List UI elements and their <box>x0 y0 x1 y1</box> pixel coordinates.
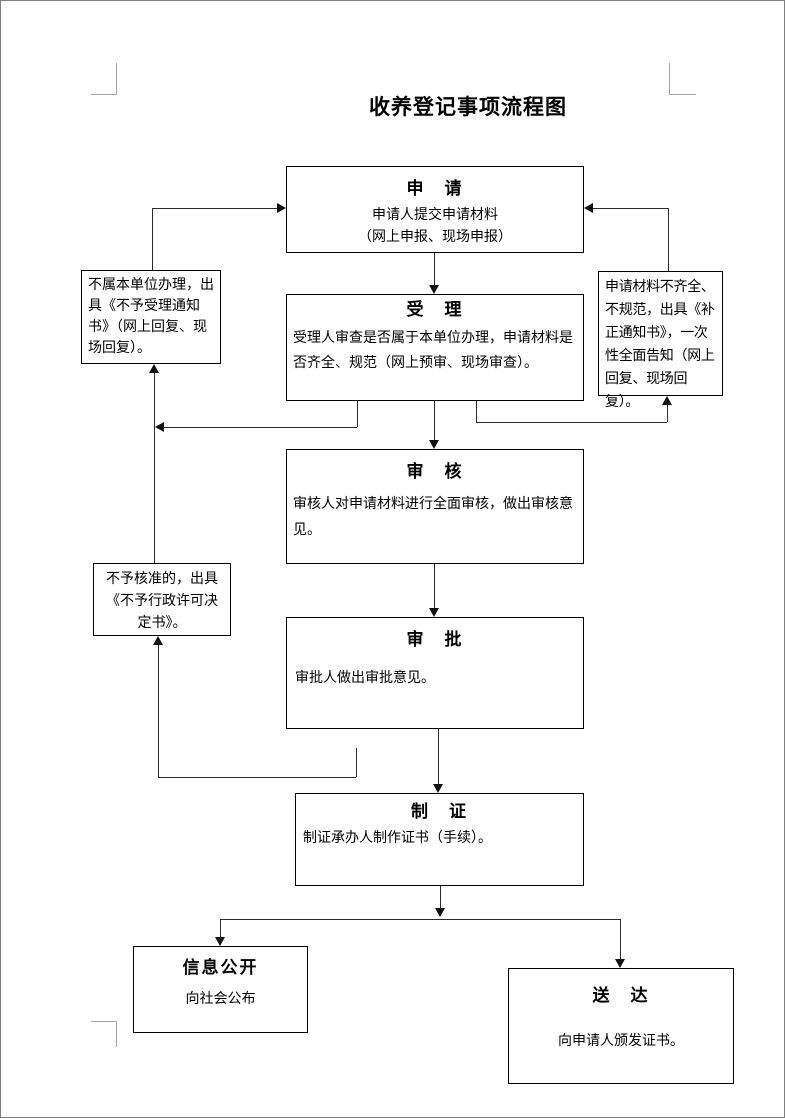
apply-body-line2: （网上申报、现场申报） <box>358 230 512 245</box>
connector-certificate-down <box>440 886 441 909</box>
apply-heading: 申 请 <box>406 179 464 198</box>
delivery-heading: 送 达 <box>592 986 650 1005</box>
accept-body: 受理人审查是否属于本单位办理，申请材料是 否齐全、规范（网上预审、现场审查）。 <box>293 331 573 371</box>
arrowhead-into-reject-riser <box>155 422 164 432</box>
certificate-heading: 制 证 <box>411 802 468 821</box>
review-body: 审核人对申请材料进行全面审核，做出审核意 见。 <box>293 497 573 538</box>
margin-mark-top-left-horizontal <box>91 94 117 95</box>
connector-reject-riser-vertical <box>154 372 155 563</box>
connector-accept-supplement-stub <box>476 401 477 422</box>
disclosure-body: 向社会公布 <box>185 992 256 1007</box>
flow-box-accept: 受 理 受理人审查是否属于本单位办理，申请材料是 否齐全、规范（网上预审、现场审… <box>286 294 584 401</box>
apply-body-line1: 申请人提交申请材料 <box>372 208 498 223</box>
flow-box-deny-decision: 不予核准的，出具 《不予行政许可决 定书》。 <box>93 563 231 636</box>
delivery-body: 向申请人颁发证书。 <box>558 1034 684 1049</box>
margin-mark-top-right-horizontal <box>669 94 696 95</box>
arrowhead-certificate-split <box>435 908 445 917</box>
connector-split-to-disclosure <box>220 919 221 938</box>
connector-reject-to-apply-vertical <box>152 208 153 270</box>
arrowhead-into-reject-bottom <box>149 364 159 373</box>
flow-box-reject-notice: 不属本单位办理，出 具《不予受理通知 书》（网上回复、现 场回复）。 <box>81 270 221 364</box>
connector-accept-supplement-vertical <box>667 404 668 422</box>
connector-review-to-approve <box>434 564 435 609</box>
arrowhead-into-deny-bottom <box>153 636 163 645</box>
connector-deny-riser-vertical <box>158 644 159 777</box>
arrowhead-into-apply-left <box>277 203 286 213</box>
connector-approve-deny-stub <box>356 748 357 777</box>
connector-approve-deny-horizontal <box>158 777 356 778</box>
approve-heading: 审 批 <box>406 630 464 649</box>
arrowhead-into-accept <box>429 285 439 294</box>
review-heading: 审 核 <box>406 462 464 481</box>
approve-body: 审批人做出审批意见。 <box>295 671 435 686</box>
connector-apply-to-accept <box>434 253 435 287</box>
connector-split-horizontal <box>220 919 620 920</box>
connector-split-to-delivery <box>620 919 621 960</box>
reject-notice-body: 不属本单位办理，出 具《不予受理通知 书》（网上回复、现 场回复）。 <box>88 278 214 356</box>
disclosure-heading: 信息公开 <box>182 958 259 977</box>
connector-supplement-to-apply-horizontal <box>593 208 668 209</box>
connector-approve-to-certificate <box>438 729 439 785</box>
flow-box-disclosure: 信息公开 向社会公布 <box>133 946 308 1033</box>
flow-box-certificate: 制 证 制证承办人制作证书（手续）。 <box>295 793 584 886</box>
flow-box-apply: 申 请 申请人提交申请材料 （网上申报、现场申报） <box>286 166 584 253</box>
flow-box-review: 审 核 审核人对申请材料进行全面审核，做出审核意 见。 <box>286 449 584 564</box>
arrowhead-into-approve <box>429 608 439 617</box>
connector-supplement-to-apply-vertical <box>668 208 669 271</box>
connector-accept-supplement-horizontal <box>476 422 667 423</box>
margin-mark-top-left-vertical <box>116 63 117 94</box>
certificate-body: 制证承办人制作证书（手续）。 <box>303 831 492 846</box>
arrowhead-into-disclosure <box>215 937 225 946</box>
flow-box-approve: 审 批 审批人做出审批意见。 <box>286 617 584 729</box>
arrowhead-into-review <box>429 440 439 449</box>
margin-mark-top-right-vertical <box>669 63 670 94</box>
margin-mark-bottom-left-horizontal <box>91 1021 117 1022</box>
arrowhead-into-delivery <box>615 959 625 968</box>
accept-heading: 受 理 <box>406 300 464 319</box>
flow-box-delivery: 送 达 向申请人颁发证书。 <box>508 968 734 1084</box>
connector-accept-reject-stub <box>357 401 358 427</box>
arrowhead-into-apply-right <box>584 203 593 213</box>
arrowhead-into-certificate <box>433 784 443 793</box>
page-title: 收养登记事项流程图 <box>369 95 567 119</box>
connector-accept-to-review <box>434 401 435 442</box>
margin-mark-bottom-left-vertical <box>116 1021 117 1047</box>
flow-box-supplement-notice: 申请材料不齐全、 不规范，出具《补 正通知书》，一次 性全面告知（网上 回复、现… <box>598 271 723 410</box>
arrowhead-into-supplement-bottom <box>662 396 672 405</box>
connector-accept-reject-horizontal <box>163 427 357 428</box>
connector-reject-to-apply-horizontal <box>152 208 278 209</box>
deny-decision-body: 不予核准的，出具 《不予行政许可决 定书》。 <box>106 572 218 631</box>
supplement-notice-body: 申请材料不齐全、 不规范，出具《补 正通知书》，一次 性全面告知（网上 回复、现… <box>605 280 715 410</box>
